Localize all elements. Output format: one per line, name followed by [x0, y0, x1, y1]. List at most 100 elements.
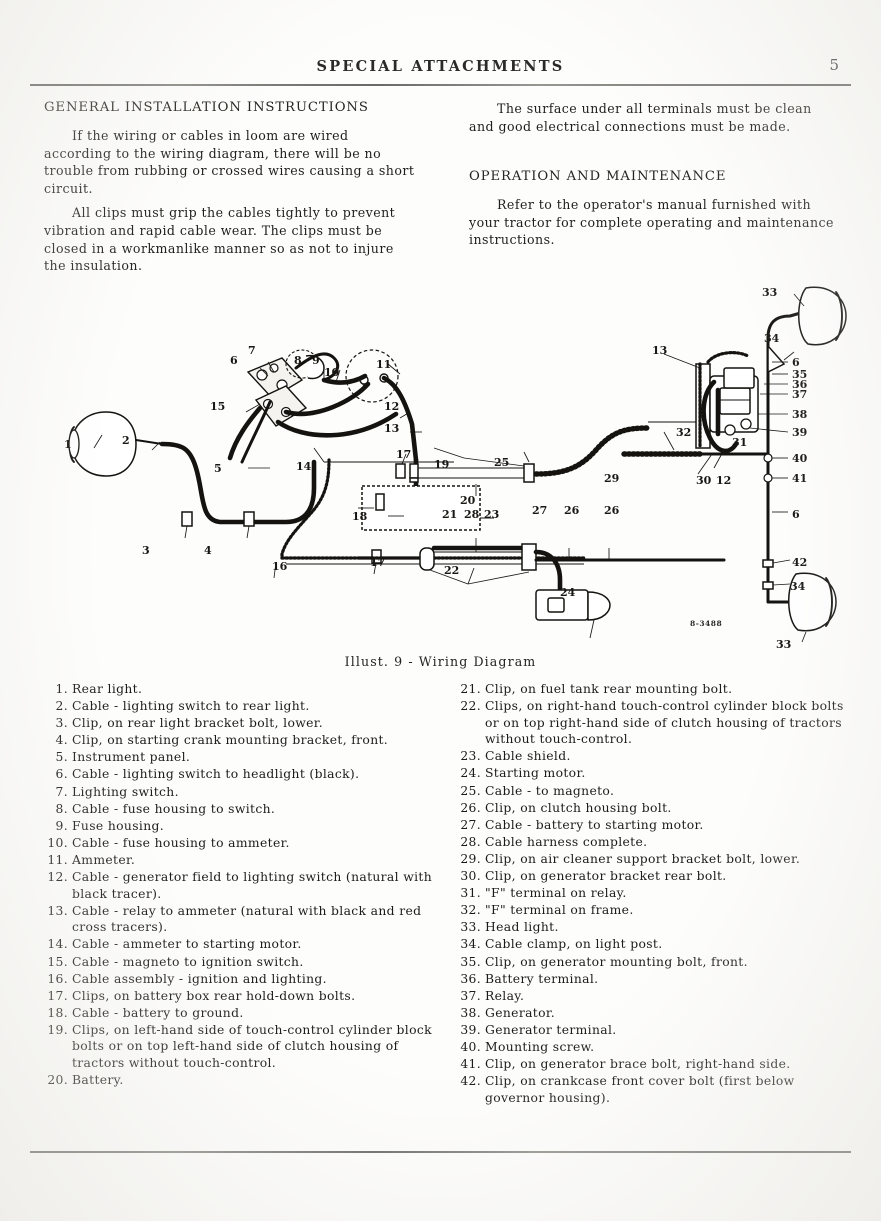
- legend-item-text: Clip, on generator bracket rear bolt.: [485, 869, 727, 884]
- legend-item-text: Clip, on fuel tank rear mounting bolt.: [485, 682, 733, 696]
- legend-list: 1.Rear light.2.Cable - lighting switch t…: [44, 681, 844, 1107]
- svg-text:14: 14: [296, 460, 312, 473]
- svg-text:1: 1: [64, 438, 72, 451]
- legend-item: 28. Cable harness complete.: [455, 834, 844, 851]
- legend-item-number: 42.: [460, 1074, 481, 1089]
- legend-item-number: 41.: [460, 1057, 481, 1072]
- legend-item: 4. Clip, on starting crank mounting brack…: [44, 732, 433, 749]
- legend-item: 9.Fuse housing.: [44, 818, 433, 835]
- legend-item-number: 6.: [55, 767, 68, 782]
- svg-text:13: 13: [652, 344, 667, 357]
- legend-item-text: Cable - relay to ammeter (natural with b…: [72, 903, 422, 935]
- legend-item: 39. Generator terminal.: [455, 1022, 844, 1039]
- legend-item: 41.Clip, on generator brace bolt, right-…: [455, 1056, 844, 1073]
- legend-item: 20.Battery.: [44, 1072, 433, 1089]
- intro-right-column: The surface under all terminals must be …: [469, 100, 840, 282]
- legend-item: 21.Clip, on fuel tank rear mounting bolt…: [455, 681, 844, 698]
- svg-text:42: 42: [792, 556, 807, 569]
- legend-item: 19.Clips, on left-hand side of touch-con…: [44, 1022, 433, 1072]
- svg-text:24: 24: [560, 586, 576, 599]
- legend-item: 8.Cable - fuse housing to switch.: [44, 801, 433, 818]
- callout-layer: 1 2 3 4 5 6 7 8 9 10 11 12 13 14 15 16 1…: [64, 286, 808, 650]
- intro-paragraph: The surface under all terminals must be …: [469, 101, 812, 134]
- legend-item: 5.Instrument panel.: [44, 749, 433, 766]
- legend-item-number: 1.: [55, 682, 68, 696]
- legend-item-number: 3.: [55, 716, 68, 731]
- legend-item: 1.Rear light.: [44, 681, 433, 698]
- svg-text:13: 13: [384, 422, 399, 435]
- legend-item-number: 18.: [47, 1005, 68, 1020]
- footer-rule: [30, 1151, 851, 1153]
- legend-item-text: Cable clamp, on light post.: [485, 937, 663, 952]
- legend-item: 2.Cable - lighting switch to rear light.: [44, 698, 433, 715]
- legend-item: 42.Clip, on crankcase front cover bolt (…: [455, 1073, 844, 1106]
- legend-item-number: 26.: [460, 800, 481, 815]
- svg-text:29: 29: [604, 472, 619, 485]
- intro-paragraph: Refer to the operator's manual furnished…: [469, 197, 834, 248]
- legend-item: 36. Battery terminal.: [455, 971, 844, 988]
- svg-text:26: 26: [604, 504, 620, 517]
- legend-item-number: 10.: [47, 835, 68, 850]
- svg-text:11: 11: [376, 358, 391, 371]
- svg-text:26: 26: [564, 504, 580, 517]
- legend-item-number: 29.: [460, 851, 481, 866]
- svg-text:9: 9: [312, 354, 320, 367]
- legend-item-number: 33.: [460, 920, 481, 935]
- legend-item-number: 4.: [55, 733, 68, 748]
- legend-item-number: 5.: [55, 750, 68, 765]
- svg-text:37: 37: [792, 388, 807, 401]
- legend-item-number: 36.: [460, 971, 481, 986]
- legend-item-number: 39.: [460, 1022, 481, 1037]
- svg-text:7: 7: [248, 344, 256, 357]
- legend-item-text: Fuse housing.: [72, 818, 165, 833]
- legend-item-number: 11.: [47, 852, 68, 867]
- legend-item-number: 28.: [460, 834, 481, 849]
- legend-item: 26.Clip, on clutch housing bolt.: [455, 800, 844, 817]
- svg-text:4: 4: [204, 544, 212, 557]
- header-rule: [30, 84, 851, 86]
- svg-text:22: 22: [444, 564, 459, 577]
- svg-text:15: 15: [210, 400, 225, 413]
- legend-item: 35.Clip, on generator mounting bolt, fro…: [455, 954, 844, 971]
- legend-item: 38.Generator.: [455, 1005, 844, 1022]
- legend-item-text: Cable shield.: [485, 749, 571, 764]
- legend-item: 30.Clip, on generator bracket rear bolt.: [455, 868, 844, 885]
- svg-text:19: 19: [434, 458, 449, 471]
- legend-item-number: 37.: [460, 988, 481, 1003]
- legend-item-number: 27.: [460, 817, 481, 832]
- legend-item-text: Ammeter.: [72, 852, 136, 867]
- legend-item-text: Clip, on air cleaner support bracket bol…: [485, 851, 801, 866]
- svg-text:6: 6: [230, 354, 238, 367]
- legend-item: 13.Cable - relay to ammeter (natural wit…: [44, 903, 433, 936]
- legend-item-text: Lighting switch.: [72, 784, 179, 799]
- intro-left-column: GENERAL INSTALLATION INSTRUCTIONS If the…: [44, 100, 415, 282]
- legend-item-text: Generator.: [485, 1005, 556, 1020]
- legend-item-number: 32.: [460, 903, 481, 918]
- legend-item-text: Cable harness complete.: [485, 834, 648, 849]
- svg-text:8: 8: [294, 354, 302, 367]
- legend-item-text: "F" terminal on relay.: [485, 886, 627, 901]
- legend-item: 34.Cable clamp, on light post.: [455, 936, 844, 953]
- legend-item: 27.Cable - battery to starting motor.: [455, 817, 844, 834]
- legend-item-text: Clip, on starting crank mounting bracket…: [72, 733, 389, 748]
- intro-section: GENERAL INSTALLATION INSTRUCTIONS If the…: [44, 100, 840, 282]
- legend-item-number: 19.: [47, 1022, 68, 1037]
- legend-item: 14.Cable - ammeter to starting motor.: [44, 936, 433, 953]
- legend-item: 7.Lighting switch.: [44, 784, 433, 801]
- svg-text:41: 41: [792, 472, 807, 485]
- page-title: SPECIAL ATTACHMENTS: [316, 58, 565, 75]
- legend-item-number: 8.: [55, 801, 68, 816]
- svg-text:27: 27: [532, 504, 547, 517]
- legend-item-text: Generator terminal.: [485, 1022, 617, 1037]
- svg-text:25: 25: [494, 456, 509, 469]
- legend-item-text: Clip, on rear light bracket bolt, lower.: [72, 716, 323, 731]
- legend-left-column: 1.Rear light.2.Cable - lighting switch t…: [44, 681, 433, 1107]
- legend-item-text: Battery terminal.: [485, 971, 599, 986]
- legend-item-number: 31.: [460, 886, 481, 901]
- general-installation-heading: GENERAL INSTALLATION INSTRUCTIONS: [44, 100, 369, 115]
- legend-right-column: 21.Clip, on fuel tank rear mounting bolt…: [455, 681, 844, 1107]
- legend-item: 16.Cable assembly - ignition and lightin…: [44, 971, 433, 988]
- legend-item: 25.Cable - to magneto.: [455, 783, 844, 800]
- legend-item: 3. Clip, on rear light bracket bolt, lowe…: [44, 715, 433, 732]
- legend-item-number: 12.: [47, 870, 68, 885]
